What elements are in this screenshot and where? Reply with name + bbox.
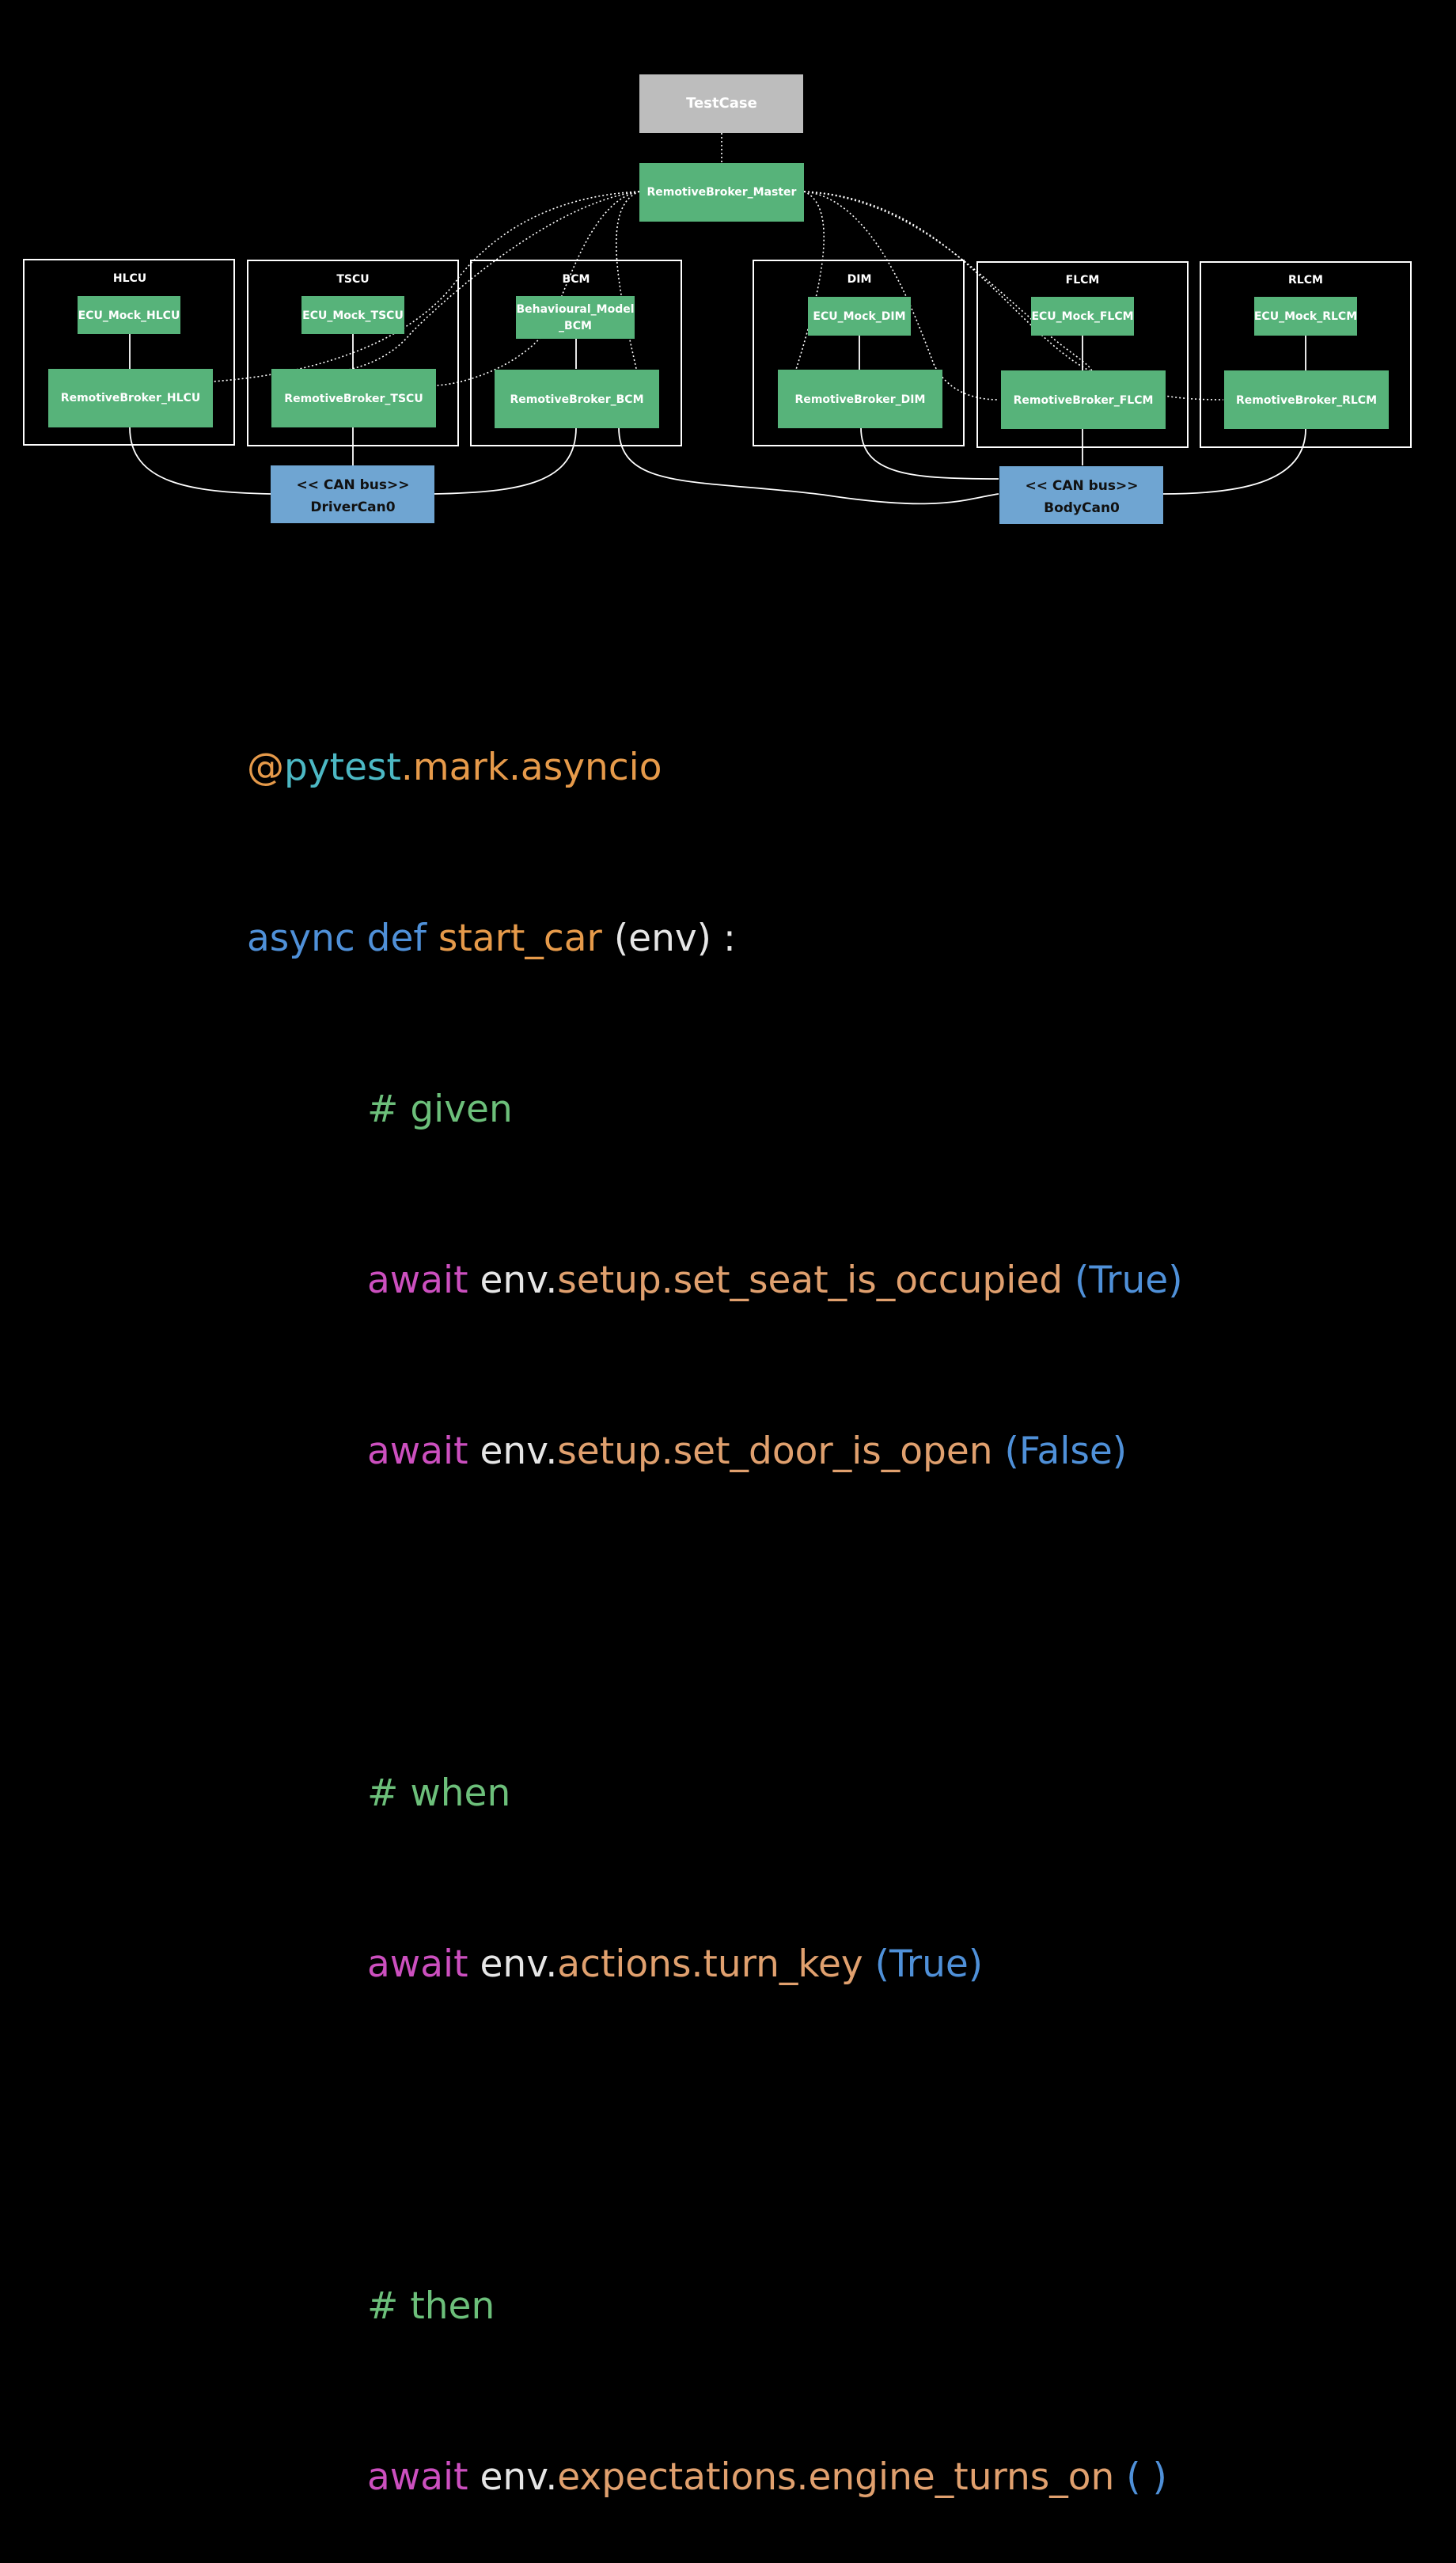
- code-line-decorator: @pytest.mark.asyncio: [247, 739, 1183, 796]
- master-links: [211, 133, 1224, 401]
- ecu-mock-dim: ECU_Mock_DIM: [813, 310, 905, 323]
- ecu-mock-hlcu: ECU_Mock_HLCU: [78, 309, 180, 322]
- group-label-tscu: TSCU: [336, 273, 369, 286]
- code-env: env.: [480, 1259, 558, 1302]
- group-hlcu: HLCU ECU_Mock_HLCU RemotiveBroker_HLCU: [23, 259, 235, 446]
- broker-tscu: RemotiveBroker_TSCU: [284, 393, 423, 405]
- group-label-rlcm: RLCM: [1288, 274, 1323, 287]
- testcase-node: TestCase: [639, 74, 803, 133]
- link-master-flcm: [803, 191, 1093, 373]
- code-key-args: (True): [874, 1942, 984, 1986]
- bus-stereotype-bodycan0: << CAN bus>>: [1025, 478, 1138, 494]
- ecu-mock-flcm: ECU_Mock_FLCM: [1031, 310, 1133, 323]
- link-rlcm-bodycan: [1162, 428, 1306, 495]
- group-label-bcm: BCM: [563, 273, 590, 286]
- code-await: await: [367, 1259, 468, 1302]
- link-bcm-drivercan: [433, 427, 577, 495]
- group-flcm: FLCM ECU_Mock_FLCM RemotiveBroker_FLCM: [976, 261, 1189, 448]
- group-bcm: BCM Behavioural_Model _BCM RemotiveBroke…: [470, 260, 682, 446]
- link-master-bcm: [434, 191, 640, 386]
- broker-hlcu: RemotiveBroker_HLCU: [61, 392, 200, 404]
- link-dim-bodycan: [860, 427, 999, 480]
- code-line-then: # then: [247, 2278, 1183, 2335]
- link-master-bcm2: [616, 191, 640, 373]
- architecture-diagram: TestCase RemotiveBroker_Master HLCU ECU_…: [23, 74, 1412, 524]
- ecu-mock-tscu: ECU_Mock_TSCU: [302, 309, 404, 322]
- code-snippet: @pytest.mark.asyncio async def start_car…: [247, 625, 1183, 2563]
- link-bcm-bodycan: [618, 427, 999, 505]
- group-tscu: TSCU ECU_Mock_TSCU RemotiveBroker_TSCU: [247, 260, 459, 446]
- group-label-hlcu: HLCU: [113, 272, 146, 285]
- code-module: pytest: [284, 746, 401, 789]
- code-comment-then: # then: [367, 2284, 495, 2328]
- code-door-call: setup.set_door_is_open: [557, 1430, 993, 1473]
- link-hlcu-drivercan: [129, 427, 271, 495]
- group-label-dim: DIM: [847, 273, 872, 286]
- link-master-hlcu: [211, 191, 640, 382]
- broker-bcm: RemotiveBroker_BCM: [510, 393, 644, 406]
- master-broker-label: RemotiveBroker_Master: [647, 186, 797, 199]
- code-line-def: async def start_car (env) :: [247, 910, 1183, 967]
- code-env: env.: [480, 2455, 558, 2499]
- code-seat-args: (True): [1075, 1259, 1183, 1302]
- code-seat-call: setup.set_seat_is_occupied: [557, 1259, 1064, 1302]
- code-at: @: [247, 746, 284, 789]
- code-blank-line: [247, 1594, 1183, 1651]
- broker-rlcm: RemotiveBroker_RLCM: [1236, 394, 1377, 407]
- code-line-door: await env.setup.set_door_is_open (False): [247, 1423, 1183, 1480]
- code-line-engine: await env.expectations.engine_turns_on (…: [247, 2449, 1183, 2506]
- bus-links: [129, 334, 1306, 505]
- bus-drivercan0: << CAN bus>> DriverCan0: [271, 465, 434, 523]
- link-master-dim2: [803, 191, 999, 401]
- code-decorator-rest: .mark.asyncio: [400, 746, 662, 789]
- testcase-label: TestCase: [686, 95, 757, 112]
- code-await: await: [367, 2455, 468, 2499]
- bus-stereotype-drivercan0: << CAN bus>>: [296, 477, 409, 493]
- code-line-when: # when: [247, 1765, 1183, 1822]
- code-signature: (env) :: [613, 917, 736, 960]
- bus-name-bodycan0: BodyCan0: [1044, 500, 1120, 516]
- code-line-key: await env.actions.turn_key (True): [247, 1936, 1183, 1993]
- code-env: env.: [480, 1430, 558, 1473]
- code-key-call: actions.turn_key: [557, 1942, 863, 1986]
- behavioural-model-line2: _BCM: [559, 320, 592, 332]
- ecu-mock-rlcm: ECU_Mock_RLCM: [1254, 310, 1357, 323]
- bus-bodycan0: << CAN bus>> BodyCan0: [999, 466, 1163, 524]
- master-broker-node: RemotiveBroker_Master: [639, 163, 804, 222]
- code-line-given: # given: [247, 1081, 1183, 1138]
- code-door-args: (False): [1004, 1430, 1128, 1473]
- code-func-name: start_car: [438, 917, 602, 960]
- code-async-def: async def: [247, 917, 427, 960]
- code-comment-given: # given: [367, 1088, 513, 1131]
- link-master-rlcm: [803, 191, 1224, 401]
- code-env: env.: [480, 1942, 558, 1986]
- broker-dim: RemotiveBroker_DIM: [795, 393, 926, 406]
- broker-flcm: RemotiveBroker_FLCM: [1014, 394, 1154, 407]
- group-label-flcm: FLCM: [1066, 274, 1100, 287]
- code-comment-when: # when: [367, 1771, 511, 1815]
- group-dim: DIM ECU_Mock_DIM RemotiveBroker_DIM: [753, 260, 965, 446]
- code-line-seat: await env.setup.set_seat_is_occupied (Tr…: [247, 1252, 1183, 1309]
- link-master-tscu: [300, 191, 640, 374]
- code-await: await: [367, 1942, 468, 1986]
- code-await: await: [367, 1430, 468, 1473]
- code-blank-line: [247, 2107, 1183, 2164]
- bus-name-drivercan0: DriverCan0: [310, 499, 395, 515]
- code-engine-args: ( ): [1126, 2455, 1167, 2499]
- group-rlcm: RLCM ECU_Mock_RLCM RemotiveBroker_RLCM: [1200, 261, 1412, 448]
- code-engine-call: expectations.engine_turns_on: [557, 2455, 1115, 2499]
- behavioural-model-line1: Behavioural_Model: [516, 303, 634, 316]
